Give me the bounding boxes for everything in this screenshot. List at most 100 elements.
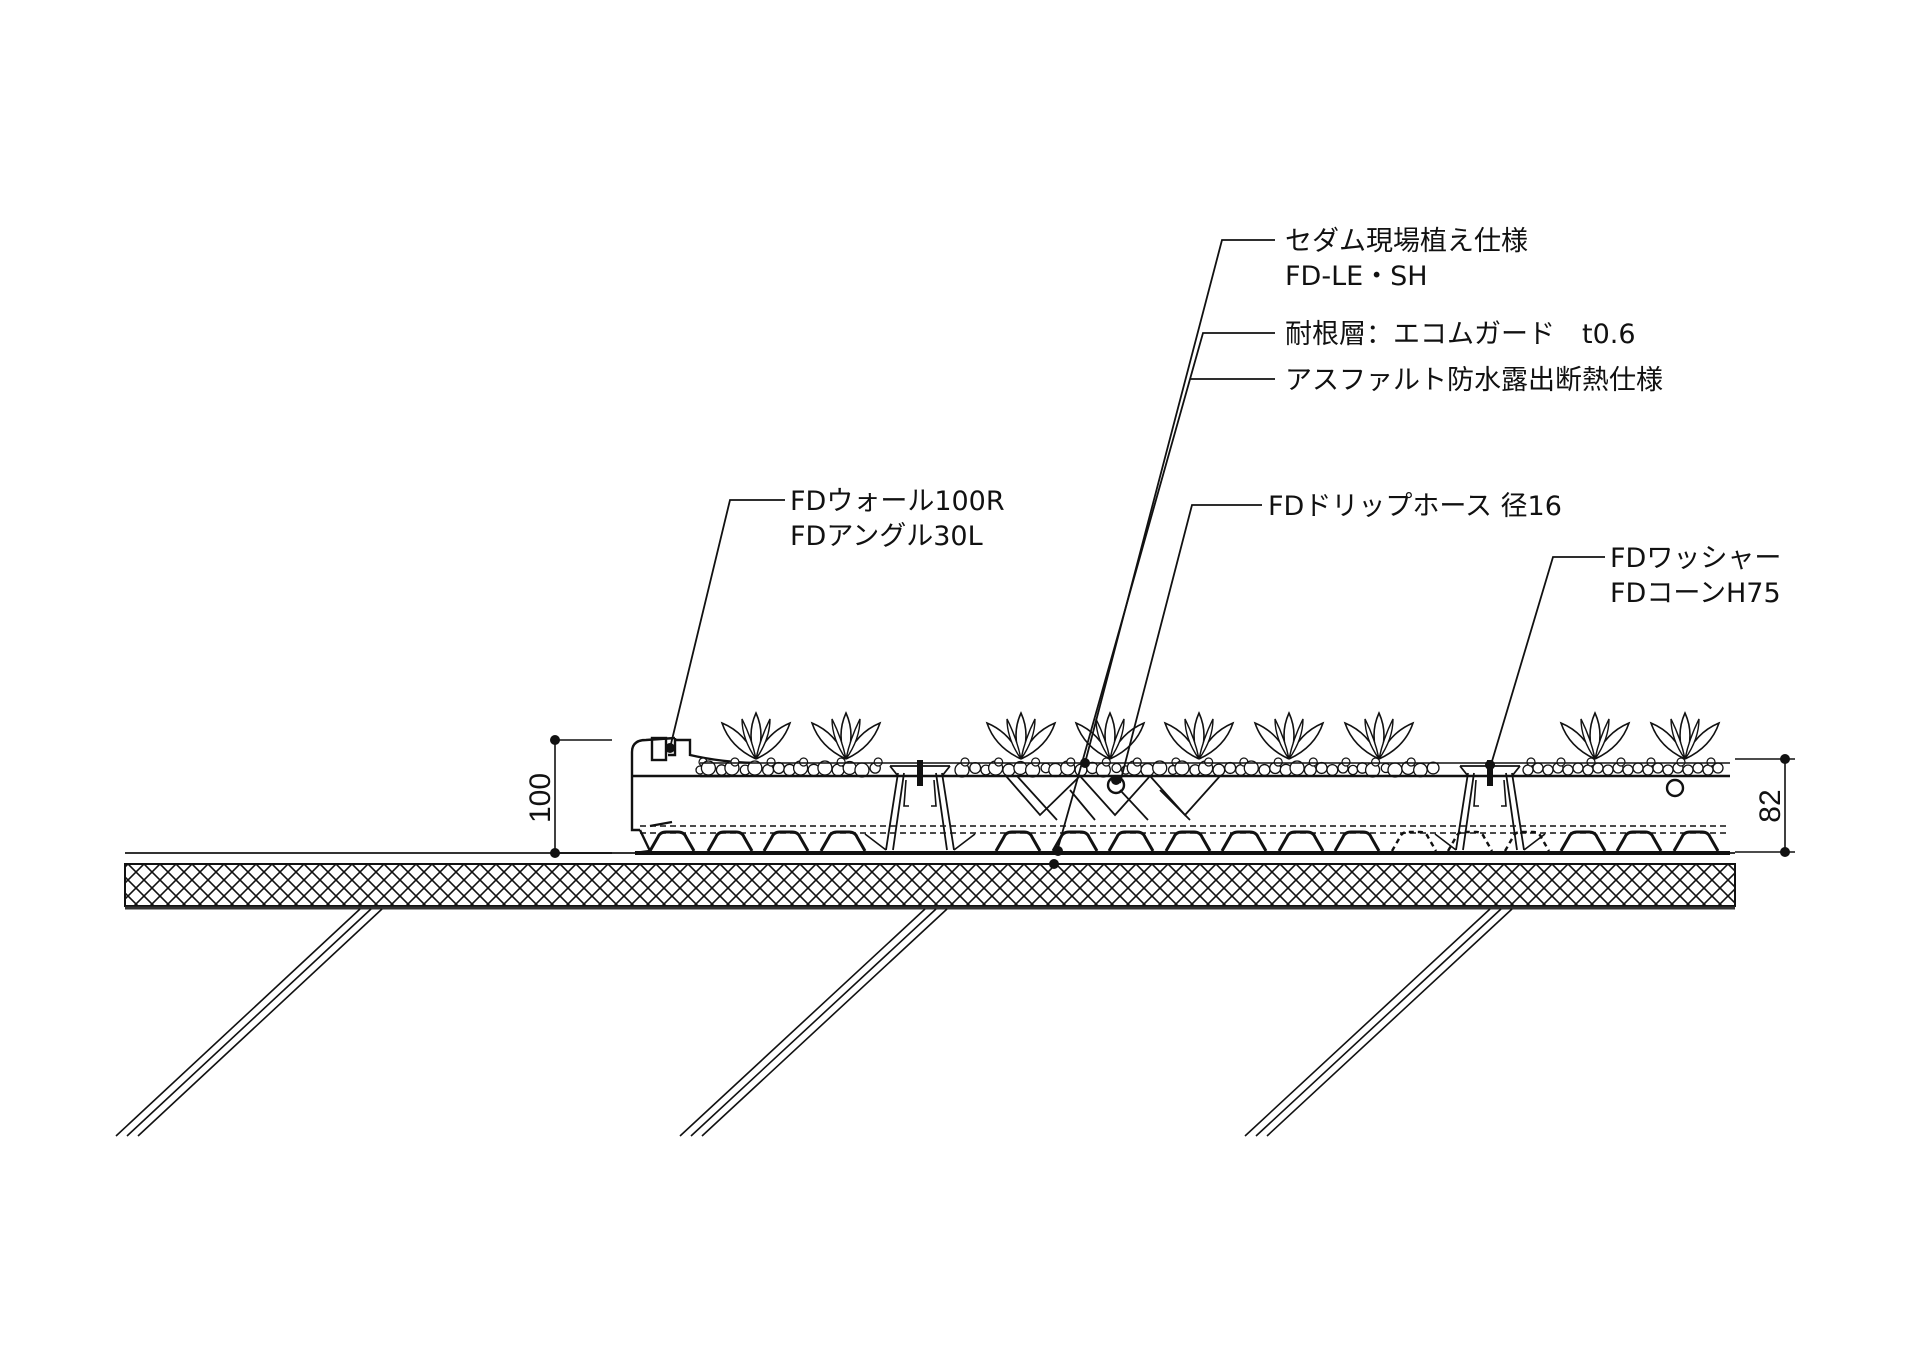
gravel — [1212, 763, 1226, 777]
leaf — [1684, 718, 1700, 760]
tray-cell — [1277, 830, 1325, 852]
tray-cell-hidden — [1390, 830, 1438, 852]
screw — [1487, 760, 1493, 786]
sedum-plants — [720, 711, 1721, 760]
gravel — [1315, 761, 1328, 775]
dimension-100-label: 100 — [524, 773, 557, 823]
gravel — [1706, 757, 1716, 767]
gravel — [1556, 757, 1566, 767]
tray-cell — [1107, 830, 1155, 852]
screw — [917, 760, 923, 786]
gravel — [1413, 762, 1428, 778]
gravel — [730, 757, 740, 767]
soil-aggregate-layer — [695, 757, 1724, 778]
break-line — [137, 908, 383, 1137]
gravel — [1140, 762, 1155, 778]
plant-icon — [1253, 711, 1325, 760]
leaf — [1274, 718, 1290, 760]
cone-foot — [1434, 833, 1546, 851]
leaf — [1184, 718, 1200, 760]
gravel — [969, 761, 982, 775]
gravel — [1586, 757, 1596, 767]
gravel — [1692, 762, 1704, 774]
gravel — [1066, 757, 1076, 767]
tray-cell — [706, 830, 754, 852]
drip-hose — [1106, 775, 1685, 798]
plant-icon — [720, 711, 792, 760]
gravel — [1542, 764, 1554, 776]
leaf — [741, 718, 757, 760]
leader-lines — [669, 239, 1605, 849]
gravel — [1682, 764, 1694, 776]
gravel — [1111, 762, 1122, 774]
break-line — [115, 908, 361, 1137]
label-waterproofing: アスファルト防水露出断熱仕様 — [1285, 365, 1663, 396]
tray-cell — [648, 830, 696, 852]
drainage-trays — [648, 830, 1720, 852]
gravel — [1616, 757, 1626, 767]
leaf — [1006, 718, 1022, 760]
cone-rib — [903, 779, 937, 807]
gravel — [1632, 762, 1644, 774]
gravel — [1406, 757, 1416, 767]
leaf — [1109, 718, 1125, 760]
cone-foot — [864, 833, 976, 851]
gravel — [1676, 757, 1686, 767]
leaf — [1198, 718, 1214, 760]
gravel — [1224, 761, 1237, 775]
plant-icon — [1074, 711, 1146, 760]
drip-hose-pipe — [1665, 778, 1685, 798]
leaf — [1670, 718, 1686, 760]
cone-wall — [885, 772, 955, 851]
cone-wall — [1455, 772, 1525, 851]
gravel — [799, 757, 809, 767]
gravel — [994, 757, 1004, 767]
gravel — [772, 761, 785, 775]
label-cone: FDコーンH75 — [1610, 578, 1781, 609]
tray-cell — [994, 830, 1042, 852]
gravel — [1273, 757, 1283, 767]
leaf — [1020, 718, 1036, 760]
leader-dots — [665, 743, 1495, 869]
fd-cones — [864, 760, 1546, 851]
gravel — [1341, 757, 1351, 767]
tray-cell — [1333, 830, 1381, 852]
dimension-system-height: 82 — [1735, 754, 1795, 857]
label-sedum-spec: セダム現場植え仕様 — [1285, 226, 1528, 257]
leaf — [1594, 718, 1610, 760]
gravel — [1258, 763, 1271, 777]
gravel — [1526, 757, 1536, 767]
gravel — [1592, 762, 1604, 774]
break-line — [690, 908, 937, 1137]
root-zone — [1005, 774, 1221, 821]
gravel — [836, 757, 846, 767]
fd-wall-profile — [630, 736, 756, 855]
tray-cell — [819, 830, 867, 852]
gravel — [1204, 757, 1214, 767]
leaf — [755, 718, 771, 760]
tray-cell — [1559, 830, 1607, 852]
gravel — [1562, 764, 1574, 776]
label-drip-hose: FDドリップホース 径16 — [1268, 491, 1562, 522]
break-line — [1255, 908, 1502, 1137]
gravel — [766, 757, 776, 767]
break-line — [1266, 908, 1513, 1137]
gravel — [1308, 757, 1318, 767]
break-line — [679, 908, 926, 1137]
insulation-slab — [124, 852, 1736, 910]
leaf — [1288, 718, 1304, 760]
gravel — [1652, 762, 1664, 774]
filter-sheet — [640, 825, 1730, 834]
plant-icon — [985, 711, 1057, 760]
gravel — [1572, 762, 1584, 774]
tray-cell — [1615, 830, 1663, 852]
gravel — [960, 757, 970, 767]
gravel — [1426, 761, 1440, 775]
tray-cell — [1672, 830, 1720, 852]
gravel — [873, 757, 883, 767]
dimension-wall-height: 100 — [524, 735, 612, 858]
break-line — [1244, 908, 1491, 1137]
tray-cell — [1164, 830, 1212, 852]
tray-cell — [1220, 830, 1268, 852]
